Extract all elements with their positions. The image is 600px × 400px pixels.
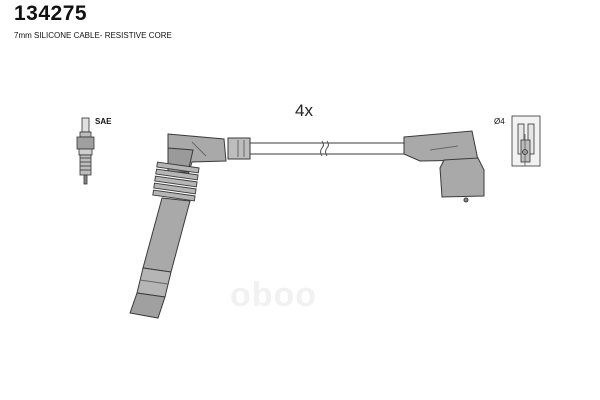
angled-boot-connector xyxy=(403,130,485,203)
quantity-label: 4x xyxy=(295,101,313,120)
straight-boot-connector xyxy=(167,133,251,176)
spark-plug-icon xyxy=(76,117,95,185)
cable-description: 7mm SILICONE CABLE- RESISTIVE CORE xyxy=(14,31,172,40)
spark-plug-label: SAE xyxy=(95,117,112,126)
boot-ribs xyxy=(152,161,200,202)
watermark-logo: oboo xyxy=(230,276,318,314)
coil-terminal-label: Ø4 xyxy=(494,117,505,126)
straight-boot-tube xyxy=(129,197,191,319)
part-number-title: 134275 xyxy=(14,2,88,25)
coil-terminal-icon xyxy=(511,115,541,167)
ignition-cable xyxy=(247,140,405,157)
